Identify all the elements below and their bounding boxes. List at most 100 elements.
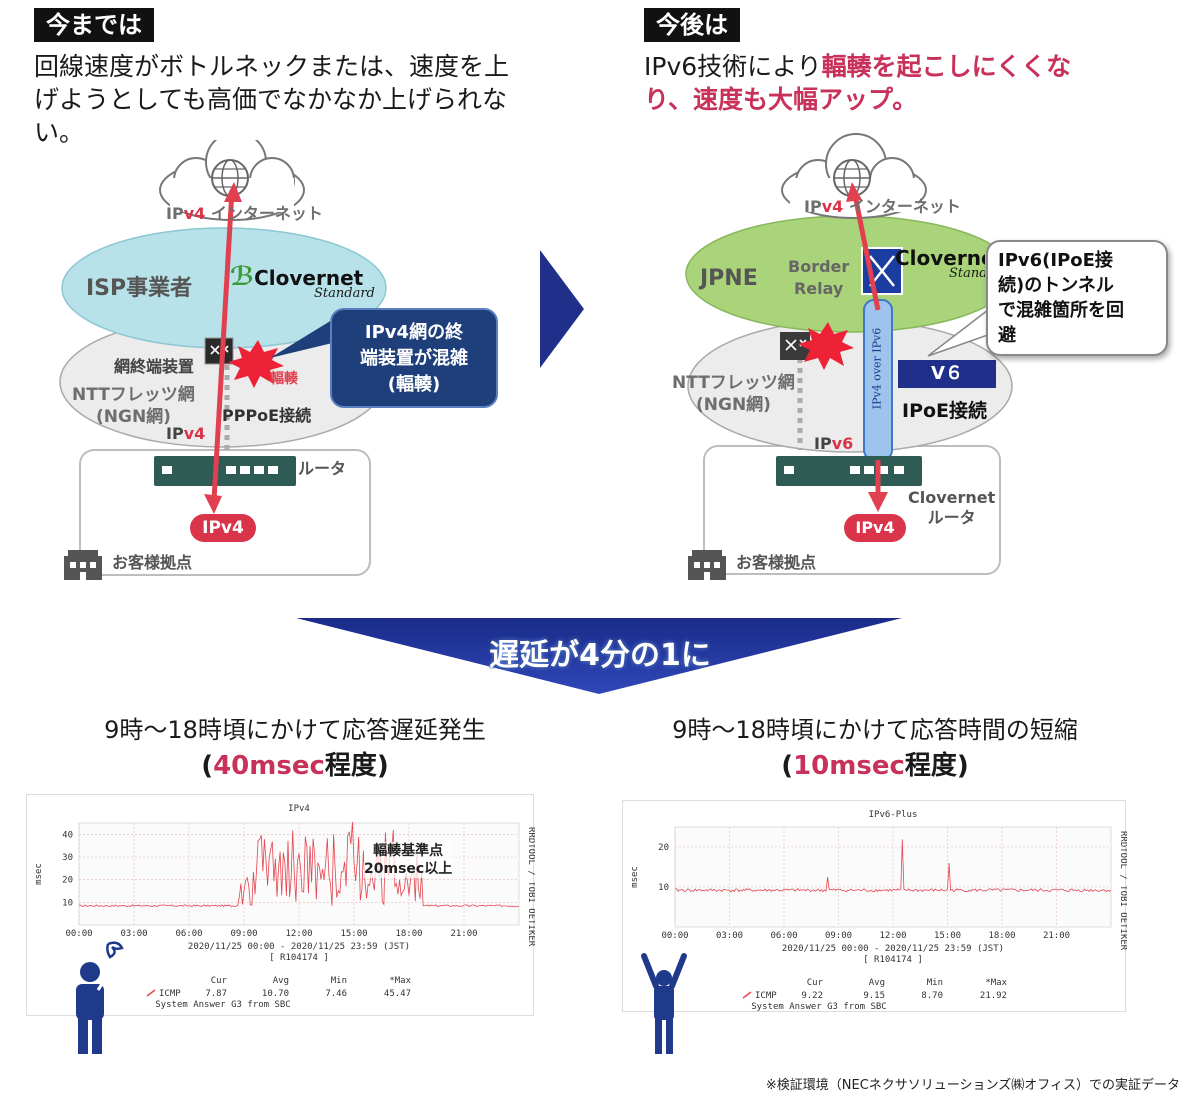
right-border-text: Border — [788, 256, 849, 278]
chart-stats-header: Avg — [273, 976, 289, 986]
chart-stats-value: 10.70 — [262, 989, 289, 999]
left-ipv4-label: IPv4 — [166, 424, 205, 443]
ipv4-annotation: 輻輳基準点 20msec以上 — [364, 842, 452, 878]
right-router-text: ルータ — [908, 508, 995, 528]
right-result-value: 10msec — [793, 751, 905, 781]
ipv6-graph-panel: IPv6-PlusmsecRRDTOOL / TOBI OETIKER10200… — [622, 800, 1126, 1012]
left-result-close: 程度) — [325, 751, 389, 781]
right-internet-suffix: インターネット — [849, 197, 961, 216]
building-icon — [64, 550, 102, 580]
footnote: ※検証環境（NECネクサソリューションズ㈱オフィス）での実証データ — [766, 1074, 1180, 1093]
right-router-label: Clovernet ルータ — [908, 488, 995, 528]
chart-ytick-label: 20 — [62, 876, 73, 886]
right-router-name: Clovernet — [908, 488, 995, 508]
right-result-line1: 9時〜18時頃にかけて応答時間の短縮 — [640, 710, 1110, 745]
right-lead-hl1: 輻輳を起こしにくくな — [822, 52, 1072, 81]
chart-stats-header: Min — [331, 976, 347, 986]
right-callout-line1: IPv6(IPoE接 — [998, 248, 1156, 273]
chart-side-label: RRDTOOL / TOBI OETIKER — [526, 827, 535, 947]
right-jpne-label: JPNE — [700, 266, 758, 291]
ipv4-annotation-line1: 輻輳基準点 — [364, 842, 452, 860]
right-callout-line3: で混雑箇所を回 — [998, 298, 1156, 323]
chart-ytick-label: 10 — [658, 883, 669, 893]
chart-stats-value: 8.70 — [921, 991, 943, 1001]
right-relay-text: Relay — [788, 278, 849, 300]
left-terminal-label: 網終端装置 — [114, 353, 194, 377]
right-lead-prefix: IPv6技術により — [644, 52, 822, 81]
chart-xtick-label: 12:00 — [285, 929, 312, 939]
right-callout: IPv6(IPoE接 続)のトンネル で混雑箇所を回 避 — [986, 240, 1168, 356]
right-lead-hl2: り、速度も大幅アップ。 — [644, 83, 1164, 116]
ipv4-annotation-line2: 20msec以上 — [364, 860, 452, 878]
right-ngn-text: (NGN網) — [696, 394, 795, 416]
chart-xtick-label: 00:00 — [661, 931, 688, 941]
switch-icon — [205, 338, 233, 364]
chart-xtick-label: 06:00 — [175, 929, 202, 939]
left-lead: 回線速度がボトルネックまたは、速度を上 げようとしても高価でなかなか上げられな … — [34, 50, 574, 149]
chart-stats-header: Cur — [807, 978, 824, 988]
left-standard-text: Standard — [314, 286, 375, 301]
right-callout-line2: 続)のトンネル — [998, 273, 1156, 298]
chevron-right-icon — [540, 250, 584, 368]
chart-id: [ R104174 ] — [863, 955, 923, 965]
chart-stats-value: 7.87 — [205, 989, 227, 999]
chart-date-range: 2020/11/25 00:00 - 2020/11/25 23:59 (JST… — [188, 942, 410, 952]
chart-xtick-label: 12:00 — [879, 931, 906, 941]
left-callout-line1: IPv4網の終 — [332, 320, 496, 346]
right-ipv6-prefix: IP — [814, 434, 832, 453]
chart-xtick-label: 18:00 — [395, 929, 422, 939]
chart-stats-value: 21.92 — [980, 991, 1007, 1001]
chart-side-label: RRDTOOL / TOBI OETIKER — [1118, 831, 1127, 951]
chart-series-name: ICMP — [159, 989, 181, 999]
right-lead: IPv6技術により輻輳を起こしにくくな り、速度も大幅アップ。 — [644, 50, 1164, 116]
chart-xtick-label: 06:00 — [770, 931, 797, 941]
right-customer-label: お客様拠点 — [736, 549, 816, 573]
chart-legend-swatch — [147, 990, 155, 996]
right-border-relay-label: Border Relay — [788, 256, 849, 300]
chart-legend-swatch — [743, 992, 751, 998]
right-ipv6-v6: v6 — [832, 434, 854, 453]
chart-footer: System Answer G3 from SBC — [751, 1002, 886, 1012]
left-internet-label: IPv4 インターネット — [166, 200, 323, 224]
chart-title: IPv4 — [288, 804, 310, 814]
chart-ylabel: msec — [630, 866, 640, 888]
left-lead-line1: 回線速度がボトルネックまたは、速度を上 — [34, 50, 574, 83]
chart-stats-header: Min — [927, 978, 943, 988]
left-tag: 今までは — [34, 8, 154, 42]
chart-stats-header: *Max — [389, 976, 411, 986]
chart-stats-header: *Max — [985, 978, 1007, 988]
chart-xtick-label: 21:00 — [1043, 931, 1070, 941]
left-result-open: ( — [201, 751, 213, 781]
chart-ytick-label: 40 — [62, 830, 73, 840]
chart-stats-header: Cur — [211, 976, 228, 986]
left-internet-suffix: インターネット — [211, 204, 323, 223]
right-internet-prefix: IP — [804, 197, 822, 216]
left-callout-line2: 端装置が混雑 — [332, 346, 496, 372]
left-result-title: 9時〜18時頃にかけて応答遅延発生 (40msec程度) — [60, 710, 530, 782]
chart-xtick-label: 03:00 — [716, 931, 743, 941]
chart-stats-value: 45.47 — [384, 989, 411, 999]
left-congestion-label: 輻輳 — [270, 368, 298, 388]
left-customer-label: お客様拠点 — [112, 549, 192, 573]
left-ipv4-pill: IPv4 — [190, 514, 256, 542]
left-ntt-text: NTTフレッツ網 — [72, 384, 195, 406]
right-standard-text: Standard — [949, 266, 985, 281]
right-result-title: 9時〜18時頃にかけて応答時間の短縮 (10msec程度) — [640, 710, 1110, 782]
right-ipoe-label: IPoE接続 — [902, 396, 987, 423]
chart-date-range: 2020/11/25 00:00 - 2020/11/25 23:59 (JST… — [782, 944, 1004, 954]
chart-xtick-label: 09:00 — [230, 929, 257, 939]
left-internet-v4: v4 — [184, 204, 206, 223]
right-tag: 今後は — [644, 8, 740, 42]
right-ipv4-pill: IPv4 — [844, 514, 906, 542]
chart-series-name: ICMP — [755, 991, 777, 1001]
left-ntt-label: NTTフレッツ網 (NGN網) — [72, 384, 195, 428]
right-ntt-label: NTTフレッツ網 (NGN網) — [672, 372, 795, 416]
right-ipv6-label: IPv6 — [814, 434, 853, 453]
cheering-person-icon — [640, 952, 688, 1056]
left-internet-prefix: IP — [166, 204, 184, 223]
chart-ytick-label: 20 — [658, 843, 669, 853]
right-v6-badge: V６ — [898, 360, 996, 388]
right-result-close: 程度) — [905, 751, 969, 781]
right-result-open: ( — [781, 751, 793, 781]
